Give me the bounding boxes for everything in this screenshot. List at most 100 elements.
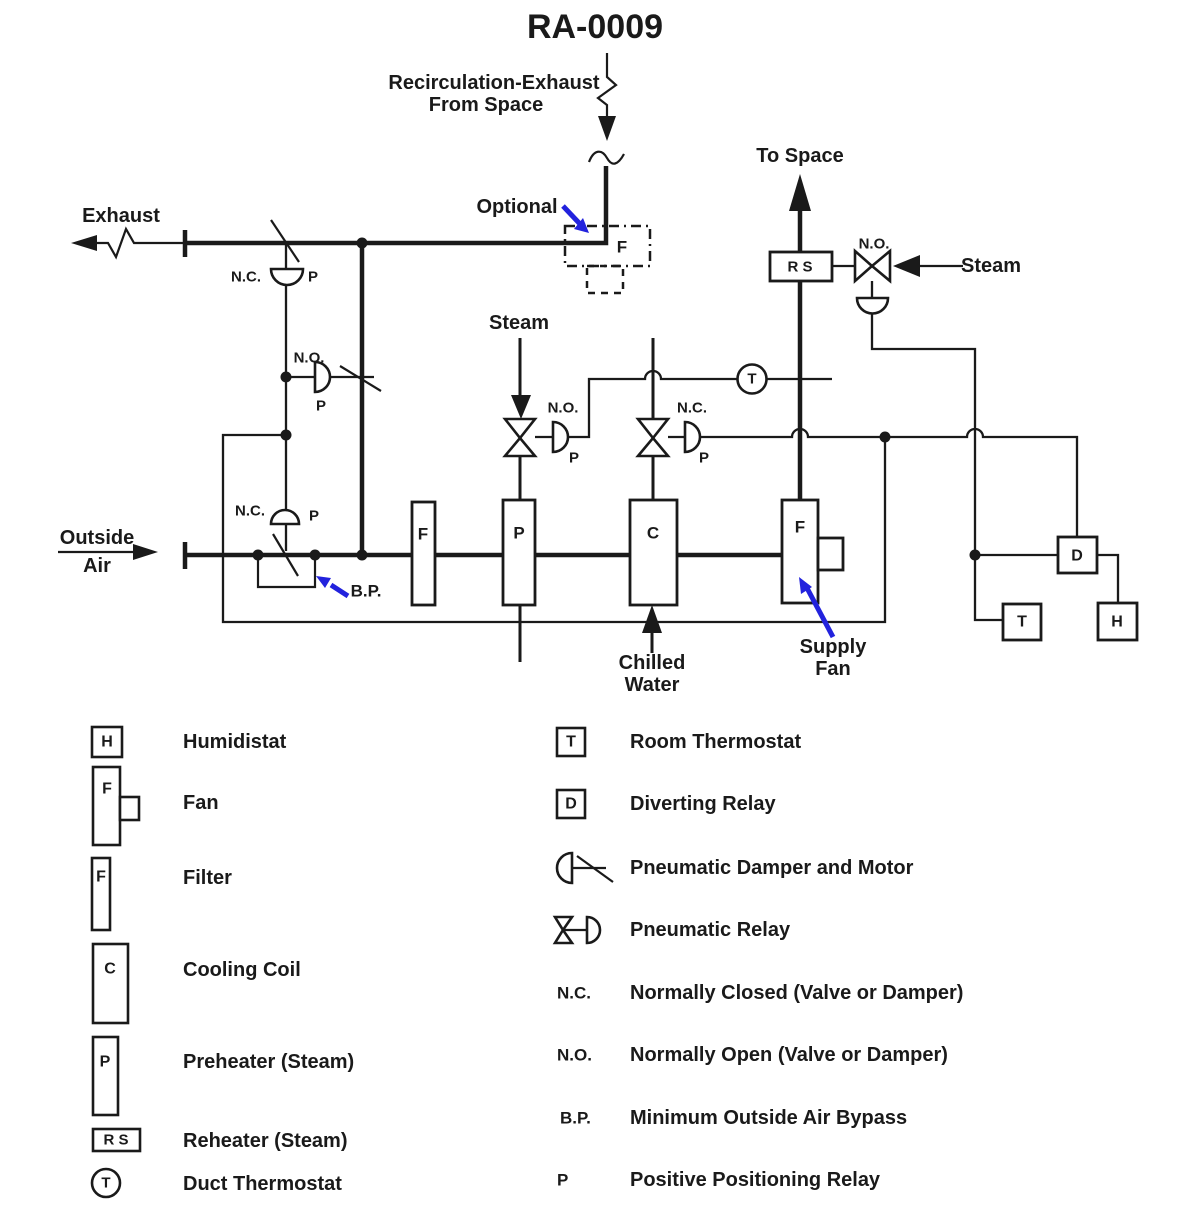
legend-item-pneumatic-relay: Pneumatic Relay [552, 915, 791, 945]
valves-and-relays [269, 248, 892, 526]
preheat-positioning-relay [551, 420, 570, 454]
cooling-relay-p-label: P [699, 450, 709, 467]
supply-fan-label-2: Fan [815, 658, 851, 680]
diagram-text: RA-0009 Recirculation-Exhaust From Space… [60, 8, 1123, 696]
optional-fan-box [563, 224, 652, 268]
steam-preheat-arrowhead [511, 395, 531, 419]
bypass-damper-motor [269, 508, 301, 526]
exhaust-damper-nc-label: N.C. [231, 269, 261, 286]
legend-pneumatic-damper-label: Pneumatic Damper and Motor [630, 857, 914, 879]
optional-fan-motor-box [585, 264, 625, 295]
supply-fan-box [780, 498, 820, 605]
legend-cooling-label: Cooling Coil [183, 959, 301, 981]
preheater-letter: P [513, 524, 524, 543]
exhaust-damper-blade [270, 219, 300, 263]
preheat-valve-top [502, 417, 538, 441]
duct-thermostat-letter: T [747, 371, 756, 388]
exhaust-label: Exhaust [82, 205, 160, 227]
chilled-water-arrowhead [642, 605, 662, 633]
legend-diverting-relay-label: Diverting Relay [630, 793, 776, 815]
legend-fan-letter: F [102, 781, 112, 798]
legend-item-pneumatic-damper: Pneumatic Damper and Motor [555, 851, 914, 885]
steam-reheat-label: Steam [961, 255, 1021, 277]
legend-humidistat-label: Humidistat [183, 731, 287, 753]
optional-arrow [561, 204, 582, 226]
duct-thermostat-circle [736, 363, 768, 395]
legend-no-label: Normally Open (Valve or Damper) [630, 1044, 948, 1066]
reheat-valve-no-label: N.O. [859, 236, 890, 253]
legend-item-duct-thermostat: T Duct Thermostat [90, 1167, 342, 1199]
exhaust-duct [185, 166, 609, 246]
steam-reheat-arrowhead [893, 255, 920, 277]
recirculation-damper-motor [313, 360, 332, 394]
cooling-valve-bottom [635, 435, 671, 458]
recirculation-arrowhead [598, 116, 616, 141]
legend-item-diverting-relay: D Diverting Relay [555, 788, 776, 820]
recirculation-label-2: From Space [429, 94, 543, 116]
page-title: RA-0009 [527, 8, 663, 46]
legend-pneumatic-relay-label: Pneumatic Relay [630, 919, 791, 941]
bypass-damper-nc-label: N.C. [235, 503, 265, 520]
recirculation-damper-blade [339, 365, 382, 392]
humidistat-letter: H [1111, 614, 1123, 631]
legend-preheater-letter: P [100, 1054, 111, 1071]
legend-right: T Room Thermostat D Diverting Relay Pneu… [552, 726, 963, 1191]
reheat-valve-right [869, 248, 892, 284]
legend-filter-letter: F [96, 869, 106, 886]
recirculation-break-line [596, 53, 618, 117]
bypass-duct [256, 555, 317, 589]
supply-fan-arrowhead [799, 577, 812, 594]
duct-entry-tilde [587, 150, 625, 165]
bp-arrowhead [316, 576, 331, 588]
supply-fan-label-1: Supply [800, 636, 868, 658]
legend-item-filter: F Filter [90, 856, 232, 932]
legend-nc-abbr: N.C. [557, 984, 591, 1003]
chilled-water-label-2: Water [625, 674, 680, 696]
legend-item-humidistat: H Humidistat [90, 725, 287, 759]
legend-item-cooling-coil: C Cooling Coil [91, 942, 301, 1025]
outside-air-arrowhead [133, 544, 158, 560]
outside-air-label-2: Air [83, 555, 111, 577]
junction-dots [252, 237, 981, 561]
legend-damper-motor-icon [555, 851, 574, 885]
legend-relay-valve-bottom-icon [552, 927, 575, 945]
exhaust-damper-p-label: P [308, 269, 318, 286]
control-lines [221, 243, 1120, 624]
supply-fan-motor-box [816, 536, 845, 572]
bypass-damper-p-label: P [309, 508, 319, 525]
equipment [410, 224, 1139, 642]
legend-filter-label: Filter [183, 867, 232, 889]
steam-preheat-label: Steam [489, 312, 549, 334]
flow-arrows [58, 53, 963, 653]
preheat-valve-no-label: N.O. [548, 400, 579, 417]
to-space-label: To Space [756, 145, 843, 167]
filter-letter: F [418, 525, 428, 544]
bp-label: B.P. [351, 582, 382, 601]
legend-item-reheater: R S Reheater (Steam) [91, 1127, 348, 1153]
outside-air-label-1: Outside [60, 527, 134, 549]
legend-item-nc: N.C. Normally Closed (Valve or Damper) [557, 982, 963, 1004]
legend-humidistat-letter: H [101, 734, 113, 751]
legend-no-abbr: N.O. [557, 1046, 592, 1065]
humidistat-box [1096, 601, 1139, 642]
preheater-box [501, 498, 537, 607]
diverting-relay-letter: D [1071, 548, 1083, 565]
legend-nc-label: Normally Closed (Valve or Damper) [630, 982, 963, 1004]
cooling-valve-nc-label: N.C. [677, 400, 707, 417]
legend-p-abbr: P [557, 1171, 568, 1190]
legend-bp-abbr: B.P. [560, 1109, 591, 1128]
legend-reheater-letters: R S [103, 1132, 128, 1149]
to-space-arrowhead [789, 174, 811, 211]
legend-room-thermostat-letter: T [566, 734, 576, 751]
steam-and-water-pipes [518, 338, 655, 662]
damper-blades [270, 219, 382, 577]
chilled-water-label-1: Chilled [619, 652, 686, 674]
legend-item-preheater: P Preheater (Steam) [91, 1035, 354, 1117]
cooling-letter: C [647, 524, 659, 543]
legend-relay-valve-top-icon [552, 915, 575, 933]
legend-room-thermostat-label: Room Thermostat [630, 731, 801, 753]
cooling-valve-top [635, 417, 671, 441]
reheat-valve-actuator [855, 296, 890, 315]
